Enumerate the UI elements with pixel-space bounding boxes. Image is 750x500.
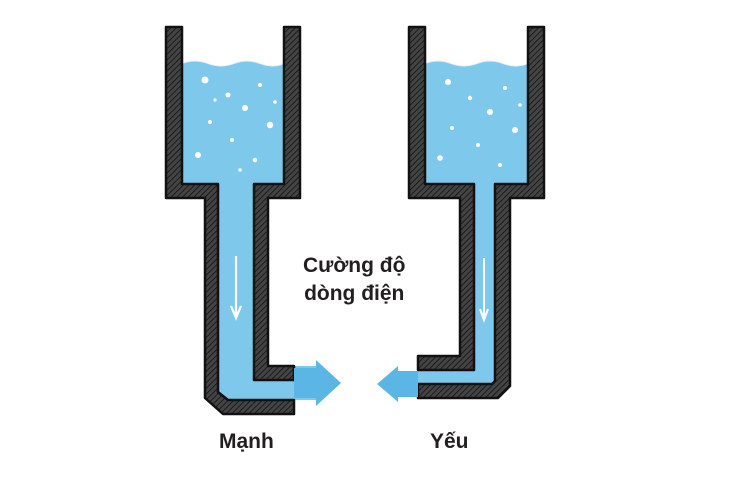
center-label: Cường độ dòng điện — [303, 252, 405, 309]
arrow-down-icon — [479, 258, 489, 323]
center-label-line1: Cường độ — [303, 254, 406, 277]
arrow-down-icon — [229, 256, 243, 321]
water-weak — [418, 60, 528, 384]
arrow-right-icon — [294, 360, 341, 406]
arrow-left-icon — [377, 366, 418, 402]
wall-strong-right — [252, 25, 302, 382]
bubbles-strong — [195, 76, 277, 172]
vessel-strong — [164, 25, 341, 416]
label-weak: Yếu — [430, 430, 469, 453]
bubbles-weak — [437, 79, 522, 167]
center-label-line2: dòng điện — [304, 282, 405, 306]
wall-weak-left — [407, 25, 476, 372]
vessel-weak — [377, 25, 546, 402]
label-strong: Mạnh — [219, 430, 274, 453]
water-surface-strong — [181, 59, 285, 67]
water-surface-weak — [424, 59, 529, 67]
wall-weak-right — [416, 25, 546, 400]
wall-strong — [164, 25, 296, 416]
